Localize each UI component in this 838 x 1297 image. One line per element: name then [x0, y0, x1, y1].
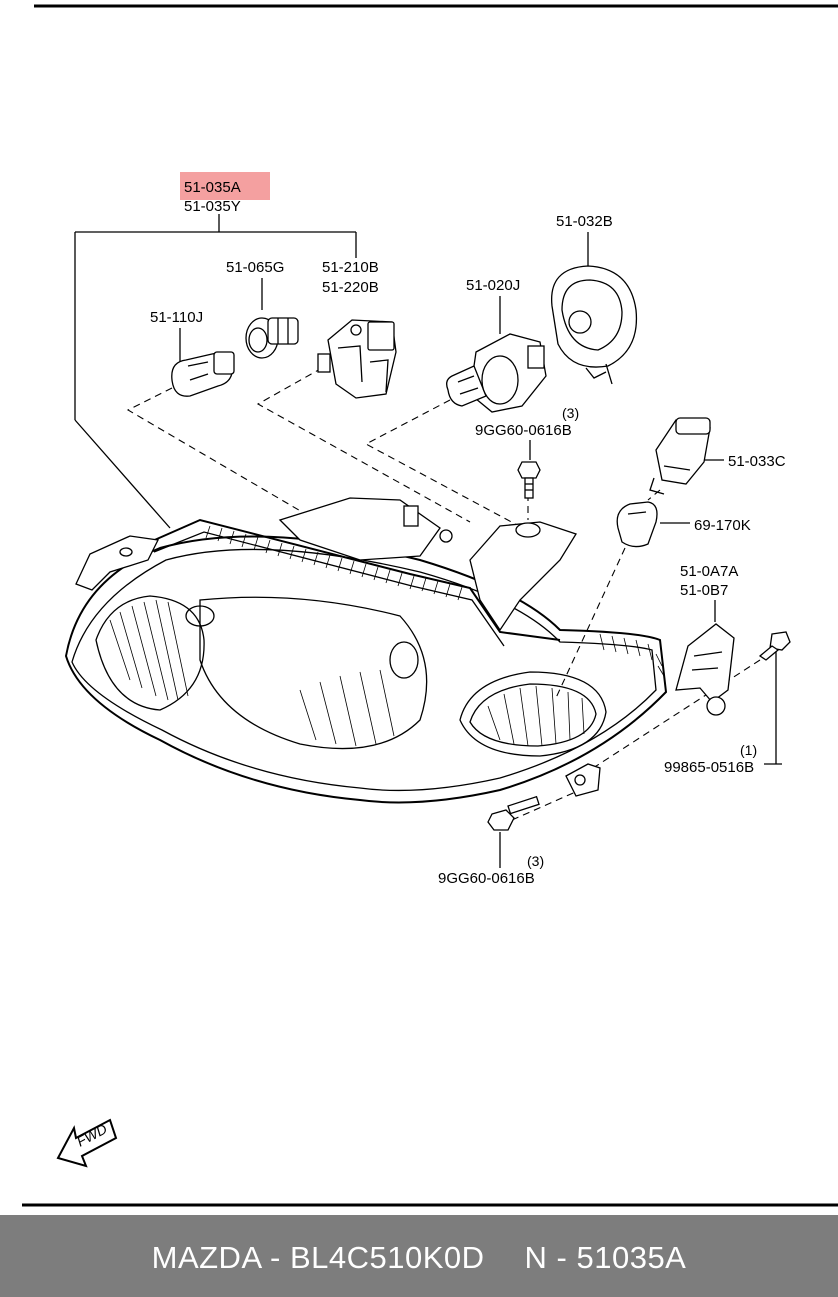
headlamp-bulb-part[interactable]	[446, 333, 547, 413]
screw-part[interactable]	[758, 631, 791, 661]
socket-c-part[interactable]	[649, 417, 711, 495]
footer-bar	[0, 1215, 838, 1297]
bottom-bolt-part[interactable]	[487, 795, 540, 831]
label-51-020J[interactable]: 51-020J	[466, 277, 520, 294]
label-51-032B[interactable]: 51-032B	[556, 213, 613, 230]
headlamp-housing[interactable]	[64, 497, 668, 804]
leveling-motor-part[interactable]	[317, 319, 397, 399]
footer-caption: MAZDA - BL4C510K0D N - 51035A	[0, 1240, 838, 1276]
label-51-0A7A[interactable]: 51-0A7A	[680, 563, 738, 580]
fwd-arrow-icon: FWD	[56, 1118, 118, 1168]
label-bolt-bottom-qty: (3)	[527, 853, 544, 869]
footer-brand-part-number: MAZDA - BL4C510K0D	[151, 1240, 485, 1275]
label-51-065G[interactable]: 51-065G	[226, 259, 284, 276]
bulb-socket-part[interactable]	[245, 317, 299, 359]
bracket-part[interactable]	[675, 623, 735, 716]
label-bolt-top-qty: (3)	[562, 405, 579, 421]
top-bolt-part[interactable]	[517, 461, 541, 499]
assembly-dashed-lines	[126, 367, 761, 821]
label-51-035Y[interactable]: 51-035Y	[184, 198, 241, 215]
side-bulb-part[interactable]	[171, 351, 235, 397]
wedge-bulb-part[interactable]	[616, 501, 658, 548]
bulb-cover-part[interactable]	[551, 265, 638, 385]
label-99865-0516B[interactable]: 99865-0516B	[664, 759, 754, 776]
label-9GG60-0616B-bottom[interactable]: 9GG60-0616B	[438, 870, 535, 887]
label-69-170K[interactable]: 69-170K	[694, 517, 751, 534]
label-51-033C[interactable]: 51-033C	[728, 453, 786, 470]
label-51-220B[interactable]: 51-220B	[322, 279, 379, 296]
label-51-035A[interactable]: 51-035A	[184, 179, 241, 196]
footer-reference-number: N - 51035A	[524, 1240, 687, 1275]
main-leader-lines	[74, 214, 782, 868]
main-part-highlight	[180, 172, 270, 200]
label-51-0B7[interactable]: 51-0B7	[680, 582, 728, 599]
label-screw-qty: (1)	[740, 742, 757, 758]
rim-hatching	[109, 525, 665, 747]
label-9GG60-0616B-top[interactable]: 9GG60-0616B	[475, 422, 572, 439]
label-51-210B[interactable]: 51-210B	[322, 259, 379, 276]
label-51-110J[interactable]: 51-110J	[150, 309, 203, 326]
